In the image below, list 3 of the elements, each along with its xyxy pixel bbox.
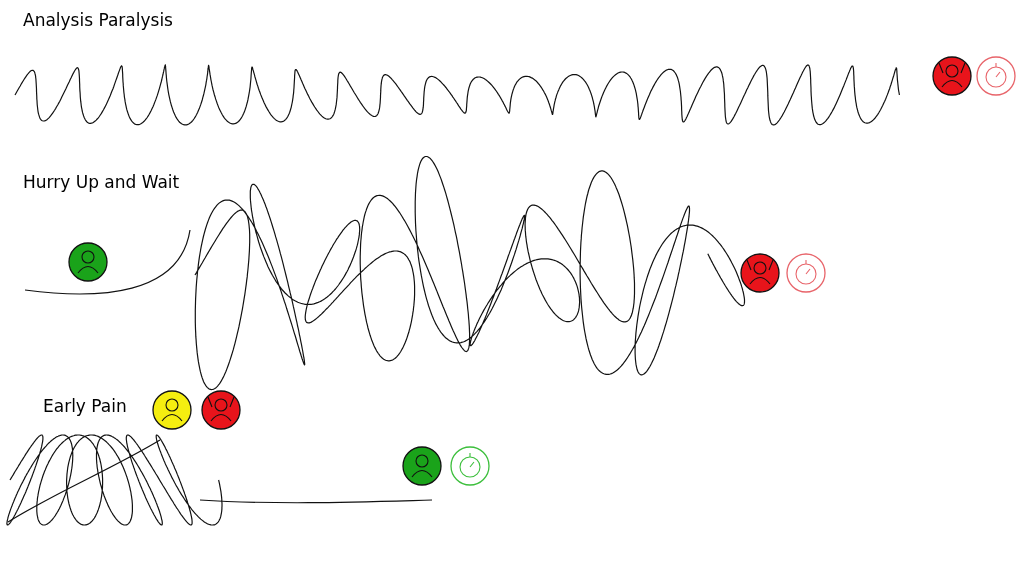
row-title: Hurry Up and Wait (23, 172, 180, 192)
row-title: Analysis Paralysis (23, 10, 173, 30)
row-title: Early Pain (43, 396, 127, 416)
